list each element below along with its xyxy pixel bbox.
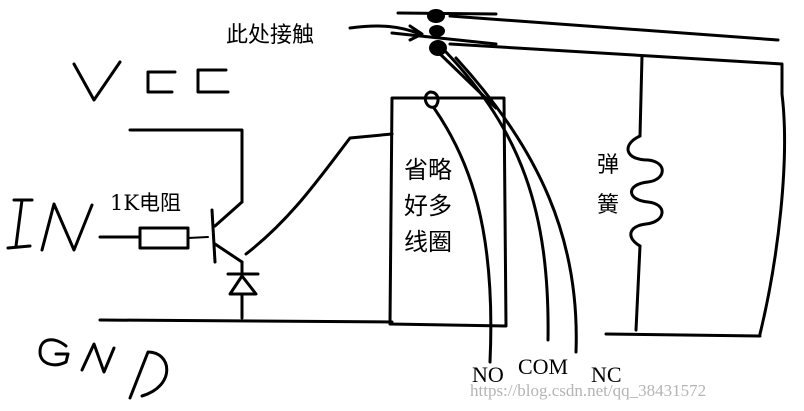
com-label: COM xyxy=(518,354,568,379)
watermark: https://blog.csdn.net/qq_38431572 xyxy=(470,381,706,400)
spring-label-line2: 簧 xyxy=(597,193,619,218)
relay-coil xyxy=(388,90,508,328)
resistor-label: 1K电阻 xyxy=(110,191,181,215)
contact-arrow xyxy=(348,24,422,36)
nc-label: NC xyxy=(591,362,622,387)
coil-label-line1: 省略 xyxy=(404,156,452,184)
spring xyxy=(604,54,762,338)
relay-contacts xyxy=(390,9,786,364)
coil-label-line3: 线圈 xyxy=(404,228,452,256)
transistor-circuit xyxy=(98,128,394,324)
contact-point-label: 此处接触 xyxy=(226,23,314,48)
in-handwriting xyxy=(6,198,94,252)
contact-arrow-head xyxy=(408,24,424,42)
no-label: NO xyxy=(472,362,504,387)
spring-label-line1: 弹 xyxy=(597,153,619,178)
vcc-handwriting xyxy=(72,60,230,102)
coil-label-line2: 好多 xyxy=(404,192,452,220)
gnd-handwriting xyxy=(38,338,169,400)
